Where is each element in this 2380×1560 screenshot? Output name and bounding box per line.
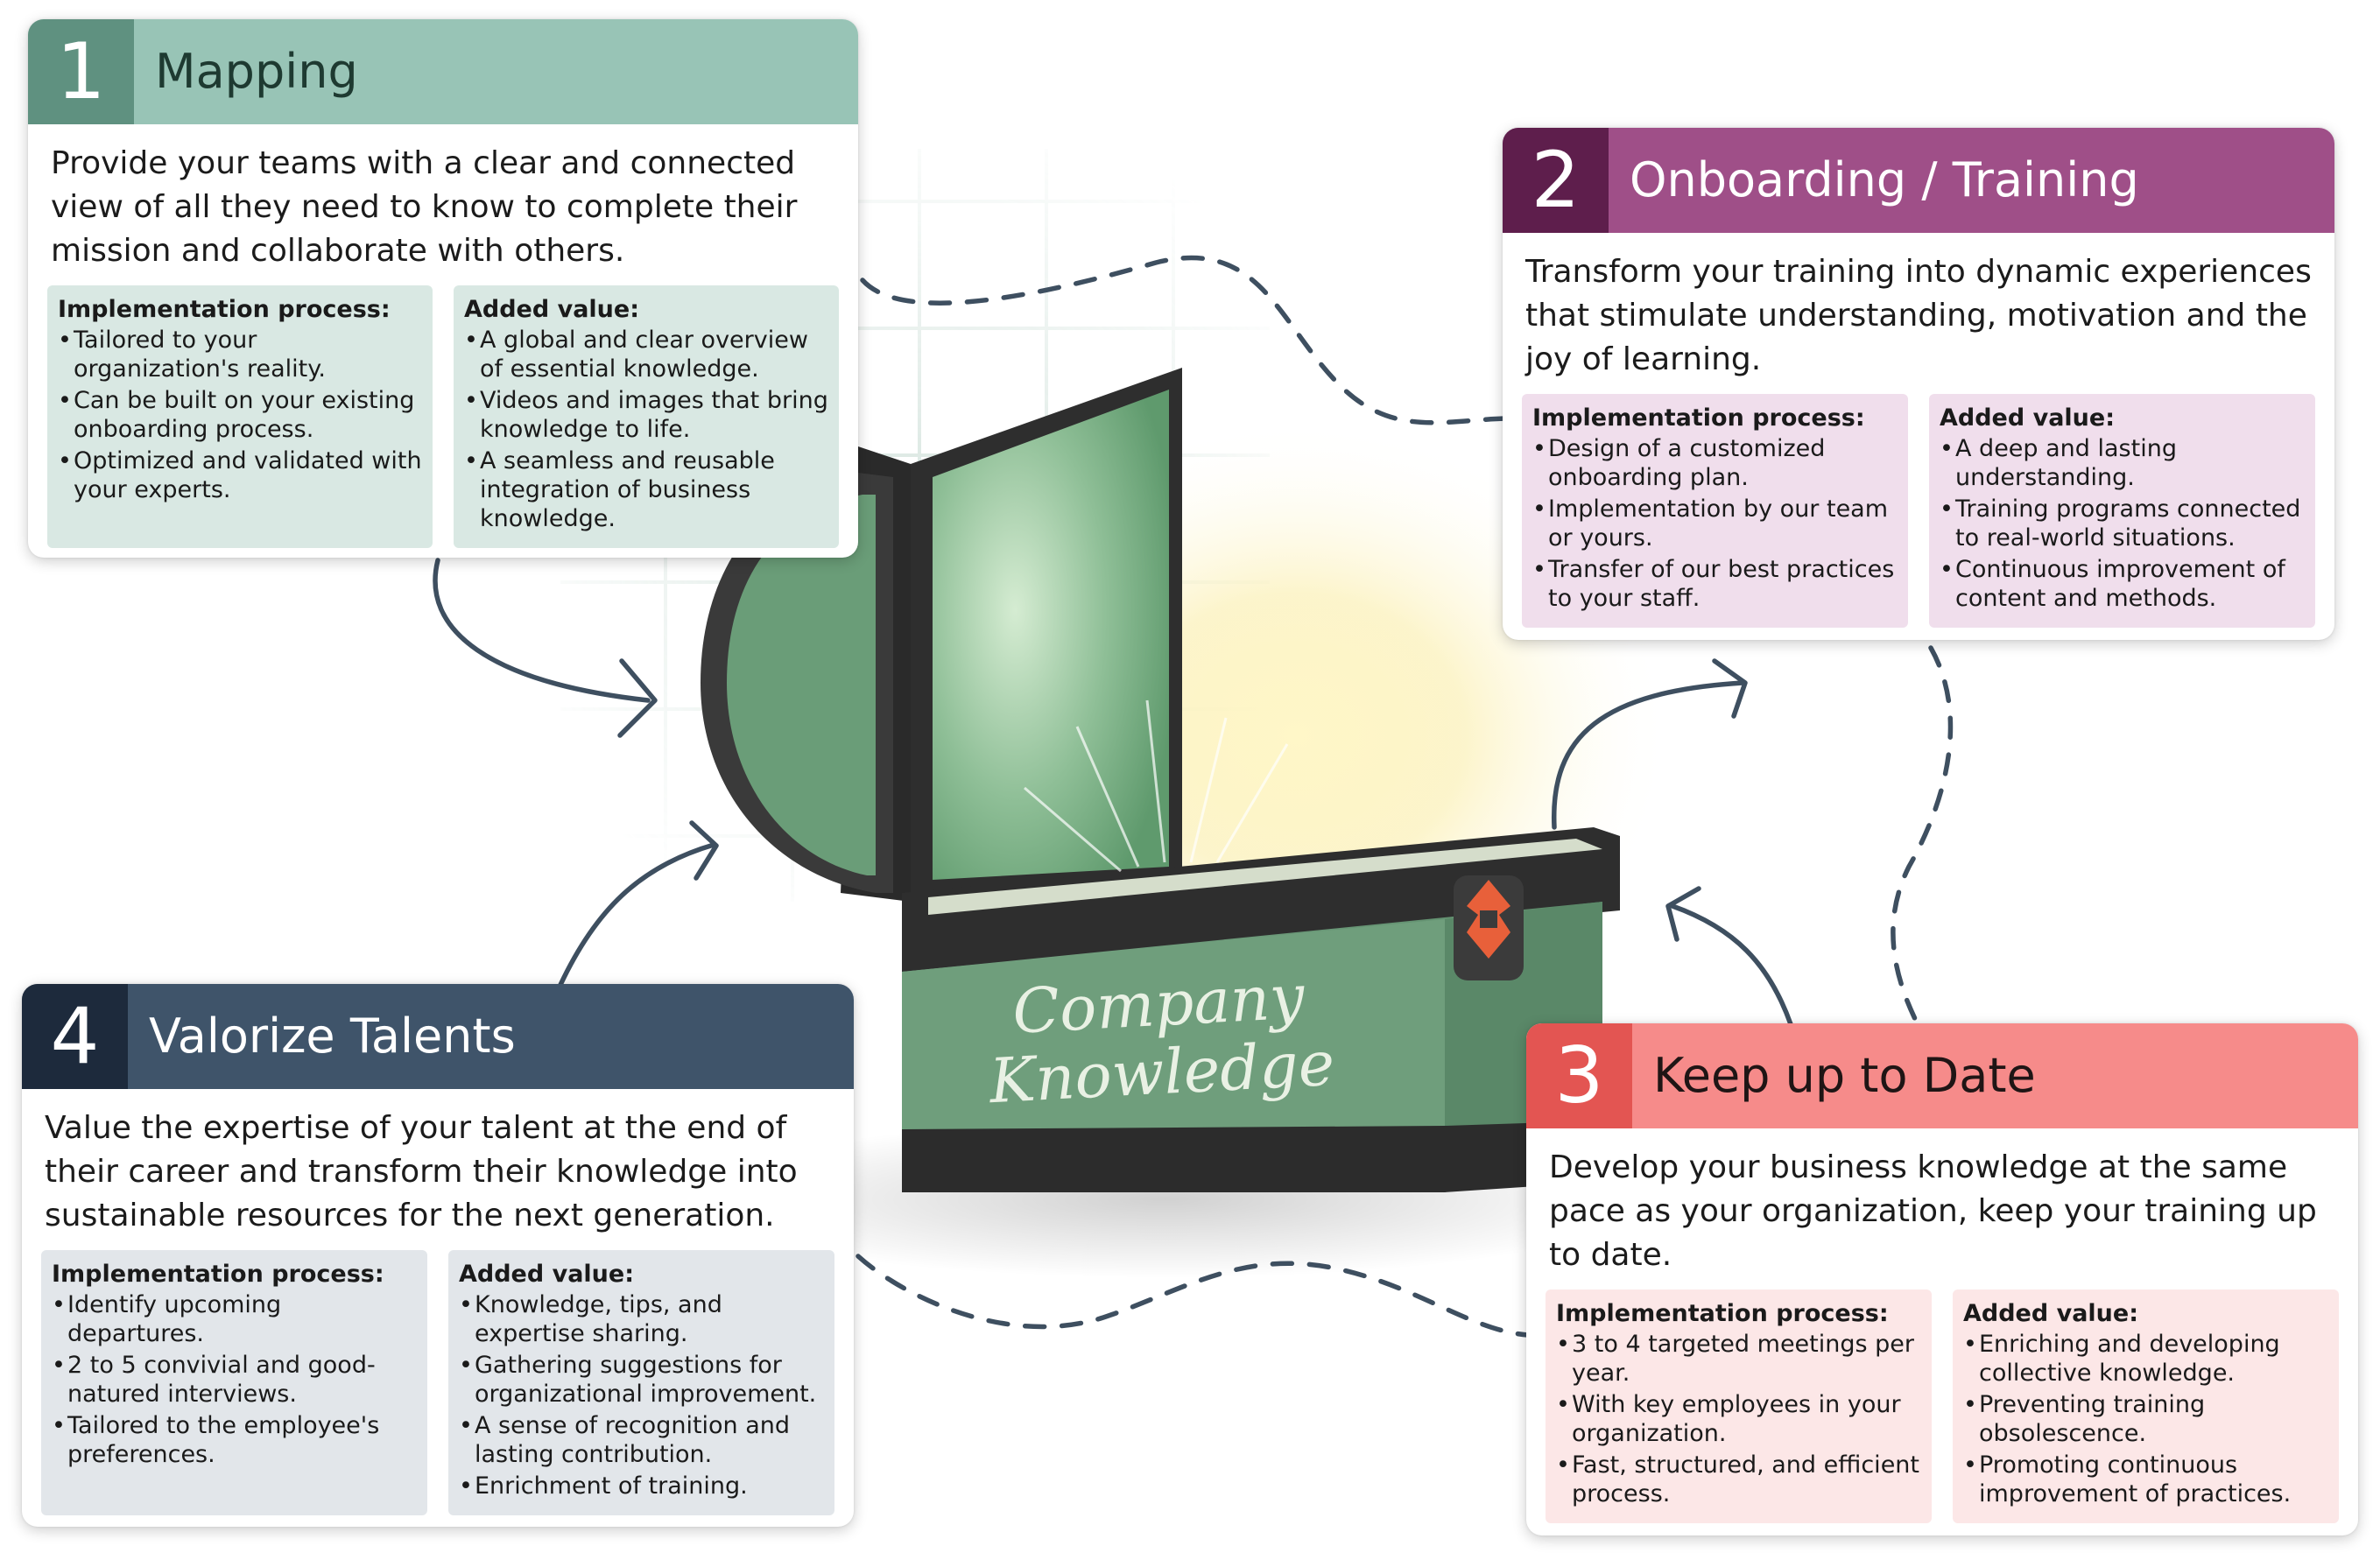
- card-title: Mapping: [155, 44, 358, 99]
- list-item: Videos and images that bring knowledge t…: [464, 386, 828, 444]
- list-item: A seamless and reusable integration of b…: [464, 446, 828, 533]
- list-item: Knowledge, tips, and expertise sharing.: [459, 1290, 824, 1348]
- implementation-heading: Implementation process:: [1532, 404, 1865, 432]
- list-item: Enriching and developing collective know…: [1963, 1330, 2328, 1388]
- added-value-heading: Added value:: [464, 296, 639, 323]
- added-value-box: Added value: A deep and lasting understa…: [1929, 394, 2315, 628]
- list-item: Identify upcoming departures.: [52, 1290, 417, 1348]
- implementation-heading: Implementation process:: [1556, 1300, 1889, 1327]
- implementation-heading: Implementation process:: [52, 1261, 384, 1288]
- card-description: Transform your training into dynamic exp…: [1525, 254, 2312, 377]
- list-item: A sense of recognition and lasting contr…: [459, 1411, 824, 1469]
- implementation-heading: Implementation process:: [58, 296, 391, 323]
- card-title: Valorize Talents: [149, 1008, 516, 1064]
- card-number: 1: [28, 19, 134, 124]
- card-number: 2: [1503, 128, 1609, 233]
- added-value-box: Added value: Knowledge, tips, and expert…: [448, 1250, 834, 1515]
- card-onboarding-training: 2 Onboarding / Training Transform your t…: [1503, 128, 2334, 640]
- list-item: Design of a customized onboarding plan.: [1532, 434, 1898, 492]
- card-header: 2 Onboarding / Training: [1503, 128, 2334, 233]
- chest-label: Company Knowledge: [968, 960, 1352, 1117]
- card-number: 4: [22, 984, 128, 1089]
- list-item: 2 to 5 convivial and good-natured interv…: [52, 1351, 417, 1409]
- card-valorize-talents: 4 Valorize Talents Value the expertise o…: [22, 984, 854, 1527]
- implementation-process-box: Implementation process: Identify upcomin…: [41, 1250, 427, 1515]
- card-description: Value the expertise of your talent at th…: [45, 1110, 798, 1233]
- list-item: Tailored to your organization's reality.: [58, 326, 422, 383]
- card-header: 1 Mapping: [28, 19, 858, 124]
- card-description: Provide your teams with a clear and conn…: [51, 145, 798, 269]
- list-item: With key employees in your organization.: [1556, 1390, 1921, 1448]
- list-item: Tailored to the employee's preferences.: [52, 1411, 417, 1469]
- implementation-process-box: Implementation process: Design of a cust…: [1522, 394, 1908, 628]
- implementation-process-box: Implementation process: Tailored to your…: [47, 285, 433, 548]
- card-header: 3 Keep up to Date: [1526, 1023, 2358, 1128]
- added-value-heading: Added value:: [459, 1261, 634, 1288]
- list-item: Preventing training obsolescence.: [1963, 1390, 2328, 1448]
- list-item: Gathering suggestions for organizational…: [459, 1351, 824, 1409]
- card-title: Keep up to Date: [1653, 1048, 2036, 1103]
- list-item: Implementation by our team or yours.: [1532, 495, 1898, 552]
- list-item: Continuous improvement of content and me…: [1940, 555, 2305, 613]
- list-item: Training programs connected to real-worl…: [1940, 495, 2305, 552]
- list-item: Optimized and validated with your expert…: [58, 446, 422, 504]
- list-item: Transfer of our best practices to your s…: [1532, 555, 1898, 613]
- added-value-box: Added value: Enriching and developing co…: [1953, 1289, 2339, 1523]
- added-value-heading: Added value:: [1963, 1300, 2138, 1327]
- list-item: A global and clear overview of essential…: [464, 326, 828, 383]
- list-item: A deep and lasting understanding.: [1940, 434, 2305, 492]
- card-number: 3: [1526, 1023, 1632, 1128]
- list-item: Enrichment of training.: [459, 1472, 824, 1500]
- list-item: Can be built on your existing onboarding…: [58, 386, 422, 444]
- card-description: Develop your business knowledge at the s…: [1549, 1149, 2317, 1273]
- card-header: 4 Valorize Talents: [22, 984, 854, 1089]
- list-item: Promoting continuous improvement of prac…: [1963, 1451, 2328, 1508]
- card-mapping: 1 Mapping Provide your teams with a clea…: [28, 19, 858, 558]
- card-keep-up-to-date: 3 Keep up to Date Develop your business …: [1526, 1023, 2358, 1535]
- list-item: Fast, structured, and efficient process.: [1556, 1451, 1921, 1508]
- added-value-heading: Added value:: [1940, 404, 2115, 432]
- card-title: Onboarding / Training: [1630, 152, 2139, 207]
- list-item: 3 to 4 targeted meetings per year.: [1556, 1330, 1921, 1388]
- implementation-process-box: Implementation process: 3 to 4 targeted …: [1546, 1289, 1932, 1523]
- added-value-box: Added value: A global and clear overview…: [454, 285, 839, 548]
